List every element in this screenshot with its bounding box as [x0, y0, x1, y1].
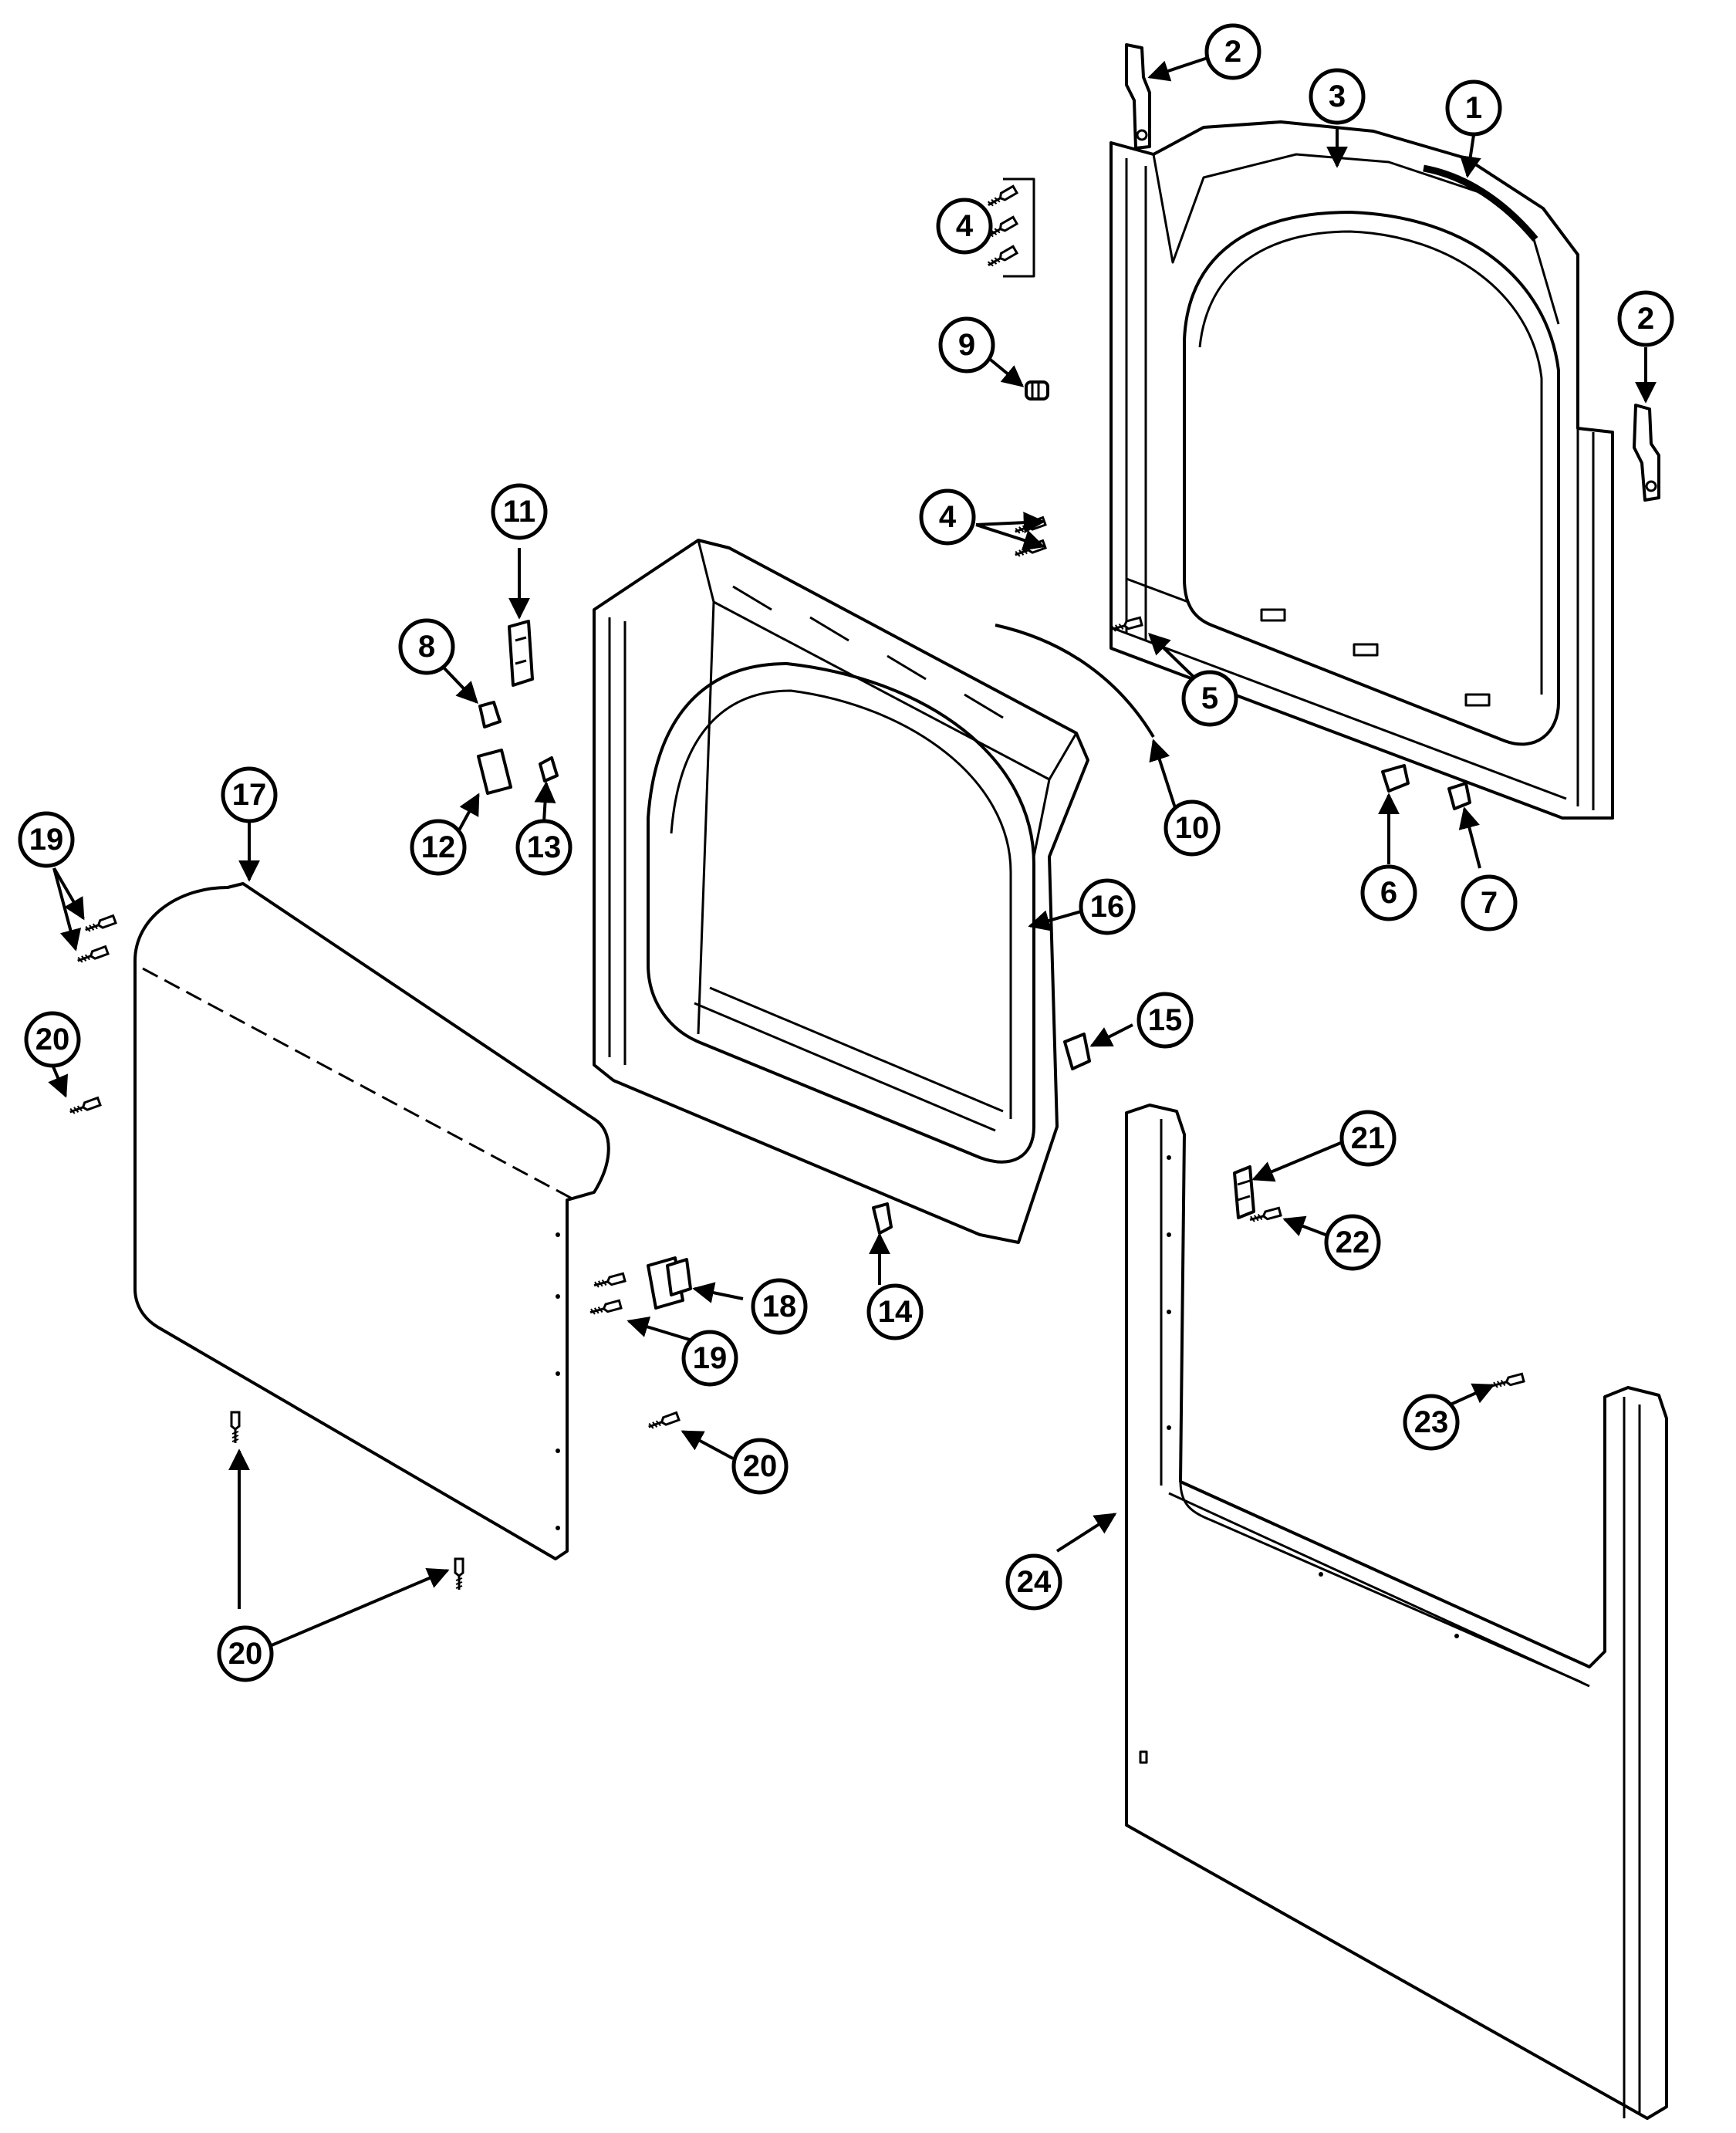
callout-18: 18	[751, 1278, 808, 1335]
screw-group-19-hinge	[588, 1272, 627, 1317]
clip-part-6	[1381, 764, 1410, 793]
callout-2-right: 2	[1617, 290, 1674, 347]
callout-24: 24	[1005, 1553, 1062, 1611]
door-hinge-part-18	[647, 1256, 692, 1310]
svg-text:13: 13	[527, 830, 562, 864]
svg-text:21: 21	[1351, 1121, 1386, 1155]
clip-part-7	[1447, 782, 1471, 810]
callout-13: 13	[515, 819, 572, 876]
strike-part-13	[539, 756, 559, 783]
callout-1: 1	[1445, 79, 1502, 137]
callout-20-left: 20	[24, 1011, 81, 1068]
screw-group-upper	[985, 177, 1035, 278]
svg-text:23: 23	[1414, 1405, 1449, 1439]
nut-part	[1025, 380, 1049, 401]
screw-20-door-bottom-b	[454, 1557, 464, 1591]
svg-text:16: 16	[1090, 890, 1125, 924]
front-bulkhead-frame	[593, 539, 1089, 1244]
svg-text:20: 20	[35, 1023, 70, 1056]
callout-23: 23	[1403, 1394, 1460, 1451]
svg-text:20: 20	[743, 1449, 778, 1483]
svg-text:18: 18	[762, 1290, 797, 1323]
bulkhead-felt-seal	[1423, 164, 1538, 242]
svg-text:4: 4	[956, 209, 974, 243]
svg-text:19: 19	[29, 823, 64, 857]
screw-20-door-bottom-a	[230, 1411, 241, 1445]
svg-text:15: 15	[1148, 1003, 1183, 1037]
callout-21: 21	[1339, 1110, 1397, 1167]
callout-6: 6	[1360, 864, 1417, 921]
bracket-part-21	[1233, 1165, 1255, 1219]
catch-plate-part-12	[477, 749, 512, 795]
callout-4-upper: 4	[936, 198, 993, 255]
callout-11: 11	[491, 483, 548, 540]
svg-text:5: 5	[1201, 681, 1218, 715]
svg-text:3: 3	[1329, 79, 1346, 113]
svg-text:20: 20	[228, 1637, 263, 1671]
callout-15: 15	[1137, 992, 1194, 1049]
svg-text:22: 22	[1336, 1225, 1370, 1259]
svg-text:4: 4	[939, 500, 957, 534]
bushing-part-8	[478, 701, 502, 728]
svg-text:11: 11	[503, 495, 535, 529]
hinge-bracket-part-11	[508, 620, 534, 687]
svg-text:1: 1	[1465, 91, 1482, 125]
screw-part-23	[1491, 1372, 1525, 1391]
rear-bulkhead-panel	[1109, 120, 1614, 820]
switch-part-15	[1063, 1033, 1091, 1070]
callout-19-left: 19	[18, 811, 75, 868]
svg-text:9: 9	[958, 328, 975, 362]
callout-7: 7	[1461, 874, 1518, 931]
callout-16: 16	[1079, 878, 1136, 935]
front-felt-seal	[995, 624, 1155, 739]
svg-text:14: 14	[878, 1295, 913, 1329]
callout-2-left: 2	[1204, 23, 1261, 80]
callout-10: 10	[1164, 799, 1221, 857]
bulkhead-bracket-right	[1633, 404, 1660, 502]
callout-17: 17	[221, 766, 278, 823]
svg-text:12: 12	[421, 830, 456, 864]
svg-text:2: 2	[1637, 302, 1654, 336]
svg-text:17: 17	[232, 778, 267, 812]
bulkhead-bracket-left	[1125, 43, 1151, 150]
callout-4-middle: 4	[919, 488, 976, 546]
screw-20-left	[67, 1097, 102, 1117]
callout-20-bottom: 20	[217, 1625, 274, 1682]
callout-22: 22	[1324, 1214, 1381, 1271]
callout-14: 14	[866, 1283, 924, 1340]
callout-12: 12	[410, 819, 467, 876]
svg-text:8: 8	[418, 630, 435, 664]
callout-19-hinge: 19	[681, 1330, 738, 1387]
callout-5: 5	[1181, 670, 1238, 727]
svg-text:2: 2	[1224, 35, 1241, 69]
callout-8: 8	[398, 618, 455, 675]
svg-text:19: 19	[693, 1341, 728, 1375]
callout-3: 3	[1309, 68, 1366, 125]
leader-lines	[48, 56, 1657, 1649]
screw-20-hinge	[646, 1411, 681, 1432]
callout-9: 9	[938, 316, 995, 374]
svg-text:10: 10	[1175, 811, 1210, 845]
screw-group-19-left	[75, 914, 117, 966]
svg-text:7: 7	[1481, 886, 1498, 920]
loading-door	[133, 882, 610, 1560]
svg-text:6: 6	[1380, 876, 1397, 910]
svg-text:24: 24	[1017, 1565, 1052, 1599]
front-panel	[1125, 1104, 1668, 2120]
callout-20-hinge: 20	[731, 1438, 789, 1495]
clip-part-14	[872, 1202, 893, 1235]
